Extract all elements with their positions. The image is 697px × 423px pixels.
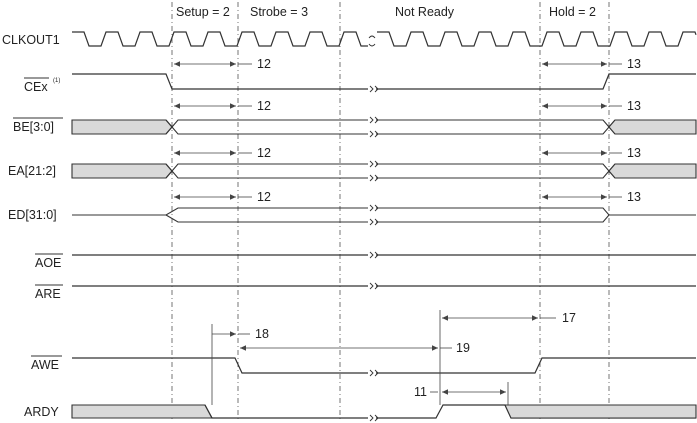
ed-bus-waveform (72, 207, 696, 223)
timing-12-label-ce: 12 (257, 57, 271, 71)
phase-setup-label: Setup = 2 (176, 5, 230, 19)
ardy-waveform (71, 404, 697, 419)
clkout1-segment (377, 31, 697, 47)
phase-hold-label: Hold = 2 (549, 5, 596, 19)
timing-12-label-be: 12 (257, 99, 271, 113)
timing-12-label-ea: 12 (257, 146, 271, 160)
timing-11-label: 11 (414, 385, 427, 399)
waveform-break-marks (368, 35, 379, 422)
clkout1-segment (72, 31, 368, 47)
signal-label-ed: ED[31:0] (8, 208, 57, 222)
timing-17-dimension (439, 310, 556, 405)
signal-label-cex: CEx (24, 80, 48, 94)
timing-12-dimensions (174, 61, 252, 200)
signal-label-clkout1: CLKOUT1 (2, 33, 60, 47)
timing-13-label-ce: 13 (627, 57, 641, 71)
cex-waveform (72, 73, 696, 90)
be-bus-waveform (71, 119, 697, 135)
timing-11-dimension (430, 382, 509, 405)
timing-13-label-ed: 13 (627, 190, 641, 204)
clkout1-waveform (72, 31, 697, 47)
timing-13-label-ea: 13 (627, 146, 641, 160)
signal-label-be: BE[3:0] (13, 120, 54, 134)
signal-label-awe: AWE (31, 358, 59, 372)
timing-18-label: 18 (255, 327, 269, 341)
phase-strobe-label: Strobe = 3 (250, 5, 308, 19)
ea-bus-waveform (71, 163, 697, 179)
signal-label-aoe: AOE (35, 256, 61, 270)
signal-label-are: ARE (35, 287, 61, 301)
timing-13-dimensions (542, 61, 622, 200)
signal-label-cex-note: (1) (53, 78, 60, 84)
awe-waveform (72, 357, 696, 374)
timing-17-label: 17 (562, 311, 576, 325)
timing-13-label-be: 13 (627, 99, 641, 113)
signal-label-ea: EA[21:2] (8, 164, 56, 178)
phase-not-ready-label: Not Ready (395, 5, 455, 19)
timing-19-label: 19 (456, 341, 470, 355)
signal-label-ardy: ARDY (24, 405, 59, 419)
timing-18-dimension (211, 324, 250, 405)
phase-boundaries (171, 2, 610, 420)
timing-12-label-ed: 12 (257, 190, 271, 204)
